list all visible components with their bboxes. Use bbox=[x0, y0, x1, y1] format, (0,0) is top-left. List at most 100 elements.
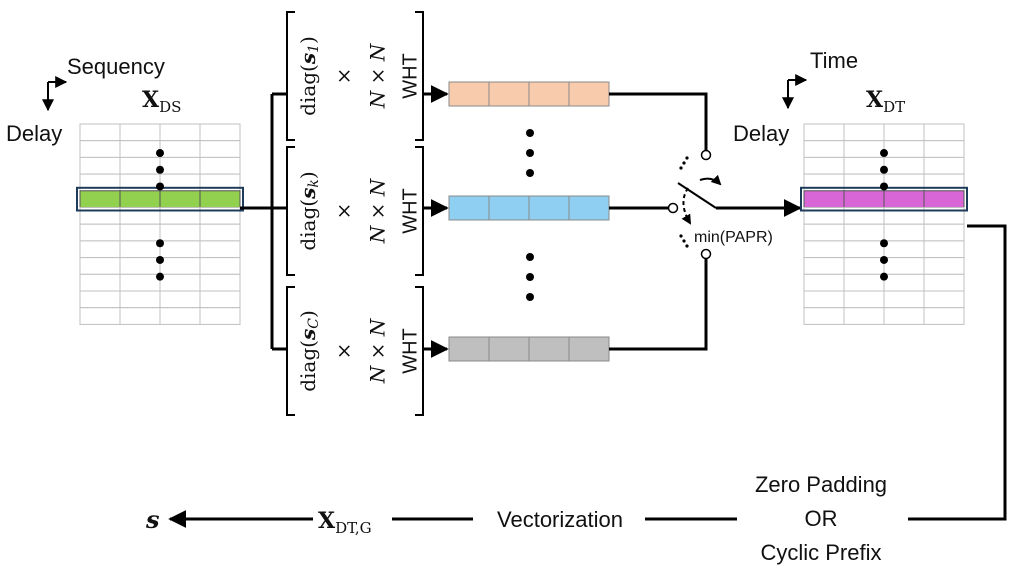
grid-cell bbox=[199, 140, 241, 158]
ellipsis-dot bbox=[880, 149, 888, 158]
time-axis-label: Time bbox=[810, 48, 858, 73]
row-cell bbox=[528, 81, 570, 107]
grid-cell bbox=[843, 307, 885, 325]
grid-cell bbox=[883, 273, 925, 292]
grid-cell bbox=[843, 240, 885, 259]
ds-grid bbox=[76, 123, 244, 325]
ellipsis-dot bbox=[156, 272, 164, 281]
selection-switch bbox=[667, 149, 802, 260]
grid-cell bbox=[79, 307, 121, 325]
grid-cell bbox=[199, 257, 241, 275]
ellipsis-dot bbox=[156, 239, 164, 248]
size-label: N × N bbox=[366, 177, 390, 244]
x-dt-label: XDT bbox=[866, 87, 905, 116]
grid-cell bbox=[883, 223, 925, 242]
grid-cell bbox=[883, 240, 925, 259]
grid-cell bbox=[79, 240, 121, 259]
grid-cell bbox=[923, 123, 965, 142]
right-axis-indicator bbox=[782, 74, 808, 110]
highlighted-cell bbox=[803, 190, 845, 209]
row-cell bbox=[528, 336, 570, 362]
grid-cell bbox=[199, 156, 241, 175]
grid-cell bbox=[923, 290, 965, 309]
grid-cell bbox=[159, 140, 201, 158]
ellipsis-dot bbox=[156, 149, 164, 158]
grid-cell bbox=[79, 156, 121, 175]
grid-cell bbox=[199, 290, 241, 309]
sequency-axis-label: Sequency bbox=[67, 54, 165, 79]
x-dt-g-label: XDT,G bbox=[318, 508, 372, 537]
ellipsis-dot bbox=[880, 272, 888, 281]
grid-cell bbox=[159, 257, 201, 275]
candidate-row-c bbox=[448, 336, 610, 362]
grid-cell bbox=[119, 223, 161, 242]
grid-cell bbox=[159, 290, 201, 309]
min-papr-label: min(PAPR) bbox=[694, 229, 773, 246]
left-delay-axis-label: Delay bbox=[6, 121, 62, 146]
grid-cell bbox=[923, 223, 965, 242]
transform-label: WHT bbox=[399, 328, 421, 374]
grid-cell bbox=[159, 273, 201, 292]
diag-label: diag(s1) bbox=[296, 36, 323, 116]
grid-cell bbox=[79, 140, 121, 158]
highlighted-cell bbox=[883, 190, 925, 209]
grid-cell bbox=[883, 156, 925, 175]
grid-cell bbox=[79, 290, 121, 309]
grid-cell bbox=[199, 273, 241, 292]
grid-cell bbox=[79, 273, 121, 292]
grid-cell bbox=[923, 240, 965, 259]
cyclic-prefix-label: Cyclic Prefix bbox=[760, 540, 881, 565]
grid-cell bbox=[119, 257, 161, 275]
grid-cell bbox=[159, 123, 201, 142]
left-axis-indicator bbox=[42, 76, 68, 112]
grid-cell bbox=[199, 123, 241, 142]
grid-cell bbox=[843, 223, 885, 242]
row-cell bbox=[568, 336, 610, 362]
grid-cell bbox=[843, 123, 885, 142]
output-s-label: s bbox=[145, 505, 160, 534]
left-bracket bbox=[286, 11, 295, 141]
ellipsis-dot bbox=[880, 255, 888, 264]
row-cell bbox=[568, 81, 610, 107]
highlighted-cell bbox=[79, 190, 121, 209]
grid-cell bbox=[199, 240, 241, 259]
grid-cell bbox=[843, 257, 885, 275]
row-cell bbox=[488, 336, 530, 362]
bottom-chain-connector bbox=[168, 224, 1007, 528]
right-bracket bbox=[415, 11, 424, 141]
grid-cell bbox=[803, 257, 845, 275]
grid-cell bbox=[159, 240, 201, 259]
vectorization-label: Vectorization bbox=[497, 507, 623, 532]
row-cell bbox=[528, 195, 570, 221]
block-output-arrows bbox=[424, 85, 449, 358]
grid-cell bbox=[883, 140, 925, 158]
size-label: N × N bbox=[366, 317, 390, 384]
ellipsis-dot bbox=[156, 182, 164, 191]
highlighted-cell bbox=[923, 190, 965, 209]
left-bracket bbox=[286, 286, 295, 416]
row-to-switch-lines bbox=[609, 92, 708, 351]
grid-cell bbox=[803, 290, 845, 309]
grid-cell bbox=[843, 273, 885, 292]
ellipsis-dot bbox=[156, 165, 164, 174]
grid-cell bbox=[119, 307, 161, 325]
grid-cell bbox=[923, 257, 965, 275]
grid-cell bbox=[843, 290, 885, 309]
grid-cell bbox=[883, 123, 925, 142]
row-cell bbox=[488, 81, 530, 107]
right-bracket bbox=[415, 146, 424, 276]
grid-cell bbox=[119, 240, 161, 259]
grid-cell bbox=[883, 257, 925, 275]
grid-cell bbox=[199, 307, 241, 325]
grid-cell bbox=[843, 140, 885, 158]
zero-padding-label: Zero Padding bbox=[755, 472, 887, 497]
grid-cell bbox=[159, 223, 201, 242]
grid-cell bbox=[119, 140, 161, 158]
fanout-connector bbox=[240, 92, 286, 351]
grid-cell bbox=[159, 307, 201, 325]
grid-cell bbox=[803, 156, 845, 175]
grid-cell bbox=[923, 156, 965, 175]
candidate-row-1 bbox=[448, 81, 610, 107]
